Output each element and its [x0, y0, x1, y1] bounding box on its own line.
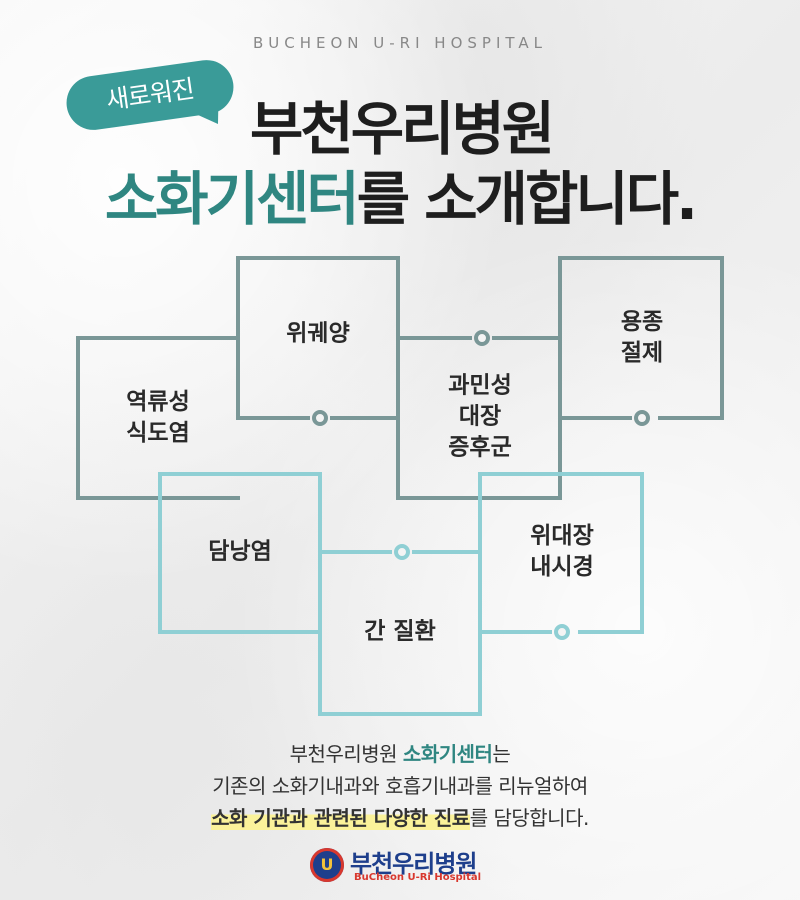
- title-intro-rest: 를 소개합니다.: [356, 165, 698, 233]
- title-hospital-name: 부천우리병원: [250, 95, 555, 163]
- description-highlight: 소화 기관과 관련된 다양한 진료: [211, 806, 470, 830]
- label-endoscopy: 위대장 내시경: [530, 521, 593, 583]
- hospital-logo: U 부천우리병원 BuCheon U-Ri Hospital: [310, 844, 500, 888]
- polyp-box-outline: [558, 256, 724, 420]
- description-line3: 소화 기관과 관련된 다양한 진료를 담당합니다.: [0, 802, 800, 834]
- description-line2: 기존의 소화기내과와 호흡기내과를 리뉴얼하여: [212, 774, 588, 798]
- node-3: [634, 410, 650, 426]
- label-gastric-ulcer: 위궤양: [286, 320, 350, 347]
- description-line1: 부천우리병원 소화기센터는: [0, 738, 800, 770]
- label-liver-disease: 간 질환: [364, 618, 436, 645]
- ibs-box-outline: [396, 336, 480, 500]
- node-5: [554, 624, 570, 640]
- description-line3-post: 를 담당합니다.: [469, 806, 590, 830]
- node-1: [474, 330, 490, 346]
- liver-box-outline: [318, 630, 482, 716]
- description-center-name: 소화기센터: [402, 742, 493, 766]
- label-endoscopy-line2: 내시경: [530, 554, 594, 580]
- label-polyp-line2: 절제: [620, 340, 664, 366]
- label-reflux-line1: 역류성: [126, 389, 190, 415]
- endoscopy-box-outline: [478, 472, 644, 634]
- title-intro: 소화기센터를 소개합니다.: [0, 152, 800, 236]
- label-reflux-esophagitis: 역류성 식도염: [126, 387, 189, 449]
- ibs-box-right-edge: [476, 416, 562, 500]
- node-4: [394, 544, 410, 560]
- label-reflux-line2: 식도염: [126, 420, 190, 446]
- gastric-box-outline: [236, 256, 400, 420]
- hospital-english-name: BUCHEON U-RI HOSPITAL: [253, 34, 547, 52]
- label-polyp-removal: 용종 절제: [621, 307, 663, 369]
- label-ibs-line2: 대장: [458, 403, 502, 430]
- label-endoscopy-line1: 위대장: [530, 523, 594, 549]
- label-ibs: 과민성 대장 증후군: [448, 371, 511, 464]
- description-line1-post: 는: [492, 742, 511, 766]
- hospital-emblem-icon: U: [310, 848, 344, 882]
- label-ibs-line3: 증후군: [448, 434, 512, 461]
- node-2: [312, 410, 328, 426]
- label-polyp-line1: 용종: [620, 309, 664, 335]
- logo-english-name: BuCheon U-Ri Hospital: [354, 872, 482, 883]
- label-ibs-line1: 과민성: [448, 372, 512, 399]
- title-center-name: 소화기센터: [104, 165, 360, 233]
- label-cholecystitis: 담낭염: [208, 538, 272, 565]
- description: 부천우리병원 소화기센터는 기존의 소화기내과와 호흡기내과를 리뉴얼하여 소화…: [0, 738, 800, 834]
- description-line1-pre: 부천우리병원: [289, 742, 403, 766]
- logo-hospital-name: 부천우리병원: [350, 850, 477, 878]
